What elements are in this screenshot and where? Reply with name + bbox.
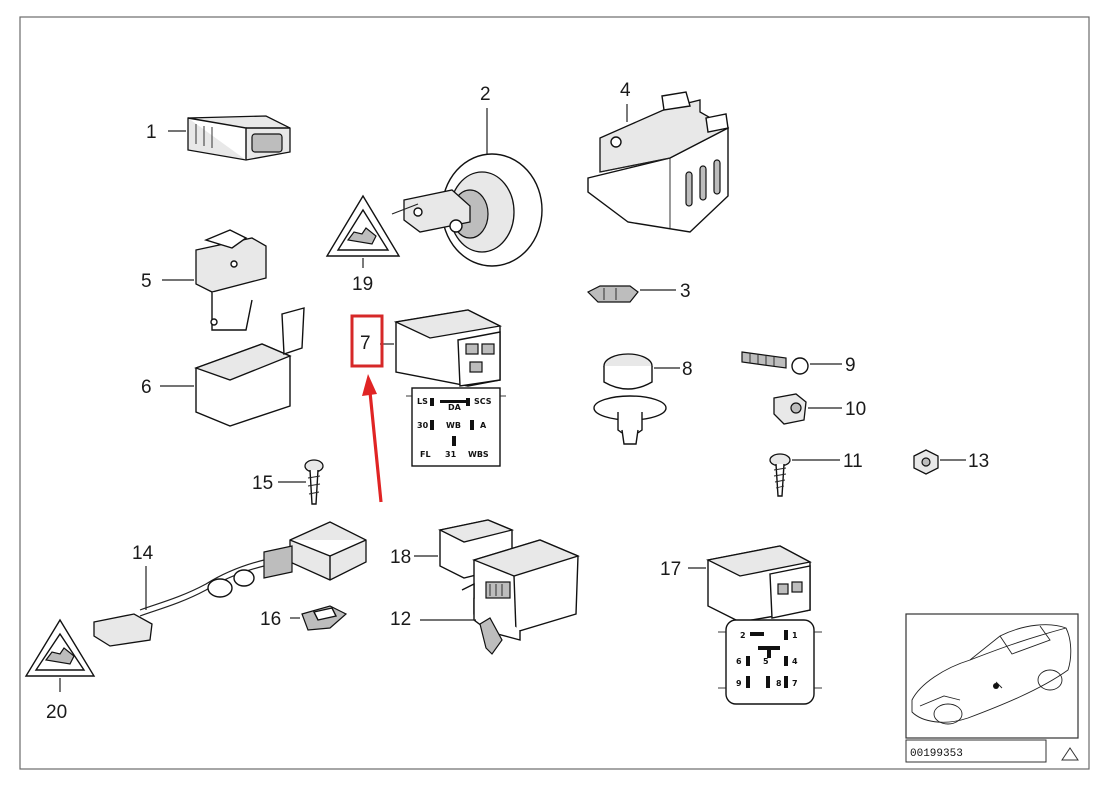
part-label-6: 6 bbox=[141, 377, 152, 398]
pin-30: 30 bbox=[417, 421, 429, 430]
reference-number: 00199353 bbox=[910, 748, 963, 760]
part-label-14: 14 bbox=[132, 543, 154, 564]
part-2-horn[interactable] bbox=[403, 153, 543, 267]
part-label-7: 7 bbox=[360, 333, 371, 354]
part-14-harness[interactable] bbox=[93, 521, 367, 647]
highlight-arrow bbox=[362, 374, 383, 503]
part-label-19: 19 bbox=[352, 274, 373, 295]
pin-17-1: 1 bbox=[792, 631, 798, 640]
part-label-9: 9 bbox=[845, 355, 856, 376]
part-9-bolt[interactable] bbox=[741, 351, 809, 375]
part-6-cover[interactable] bbox=[194, 307, 305, 427]
pin-wbs: WBS bbox=[468, 450, 489, 459]
pin-17-9: 9 bbox=[736, 679, 742, 688]
part-8-grommet[interactable] bbox=[593, 353, 667, 445]
part-label-16: 16 bbox=[260, 609, 281, 630]
pin-wb: WB bbox=[446, 421, 461, 430]
part-17-relay[interactable] bbox=[705, 545, 812, 623]
part-label-1: 1 bbox=[146, 122, 157, 143]
vehicle-thumbnail bbox=[905, 613, 1079, 739]
part-10-nut-clip[interactable] bbox=[773, 393, 807, 425]
part-15-screw[interactable] bbox=[304, 459, 324, 505]
part-5-holder[interactable] bbox=[195, 229, 267, 331]
relay-17-pin-diagram: 2 1 6 5 4 9 8 7 bbox=[718, 619, 822, 705]
pin-ls: LS bbox=[417, 397, 428, 406]
pin-17-4: 4 bbox=[792, 657, 798, 666]
pin-17-6: 6 bbox=[736, 657, 742, 666]
part-19-warning-label[interactable] bbox=[325, 194, 401, 257]
part-label-18: 18 bbox=[390, 547, 411, 568]
highlight-box bbox=[350, 314, 384, 368]
part-label-17: 17 bbox=[660, 559, 681, 580]
part-label-20: 20 bbox=[46, 702, 67, 723]
pin-a: A bbox=[480, 421, 487, 430]
part-1-connector[interactable] bbox=[187, 115, 291, 161]
relay-7-pin-diagram: LS DA SCS 30 WB A FL 31 WBS bbox=[406, 387, 506, 467]
part-11-screw[interactable] bbox=[769, 453, 791, 497]
triangle-icon bbox=[1061, 747, 1079, 761]
part-label-12: 12 bbox=[390, 609, 411, 630]
part-7-relay[interactable] bbox=[393, 309, 503, 387]
part-13-nut[interactable] bbox=[913, 449, 939, 475]
pin-da: DA bbox=[448, 403, 462, 412]
part-label-13: 13 bbox=[968, 451, 989, 472]
part-label-2: 2 bbox=[480, 84, 491, 105]
pin-17-8: 8 bbox=[776, 679, 782, 688]
part-20-warning-label[interactable] bbox=[24, 618, 96, 677]
part-label-3: 3 bbox=[680, 281, 691, 302]
part-16-clip[interactable] bbox=[301, 605, 348, 631]
part-label-11: 11 bbox=[843, 451, 863, 472]
part-3-clip[interactable] bbox=[586, 285, 639, 303]
part-label-8: 8 bbox=[682, 359, 693, 380]
pin-17-2: 2 bbox=[740, 631, 746, 640]
reference-box bbox=[905, 739, 1047, 763]
part-label-15: 15 bbox=[252, 473, 273, 494]
part-label-4: 4 bbox=[620, 80, 631, 101]
pin-17-5: 5 bbox=[763, 657, 769, 666]
part-4-bracket[interactable] bbox=[587, 91, 730, 233]
pin-fl: FL bbox=[420, 450, 431, 459]
pin-scs: SCS bbox=[474, 397, 492, 406]
part-label-10: 10 bbox=[845, 399, 866, 420]
diagram-frame bbox=[19, 16, 1090, 770]
part-label-5: 5 bbox=[141, 271, 152, 292]
pin-17-7: 7 bbox=[792, 679, 798, 688]
pin-31: 31 bbox=[445, 450, 457, 459]
part-12-control-unit[interactable] bbox=[461, 539, 580, 655]
